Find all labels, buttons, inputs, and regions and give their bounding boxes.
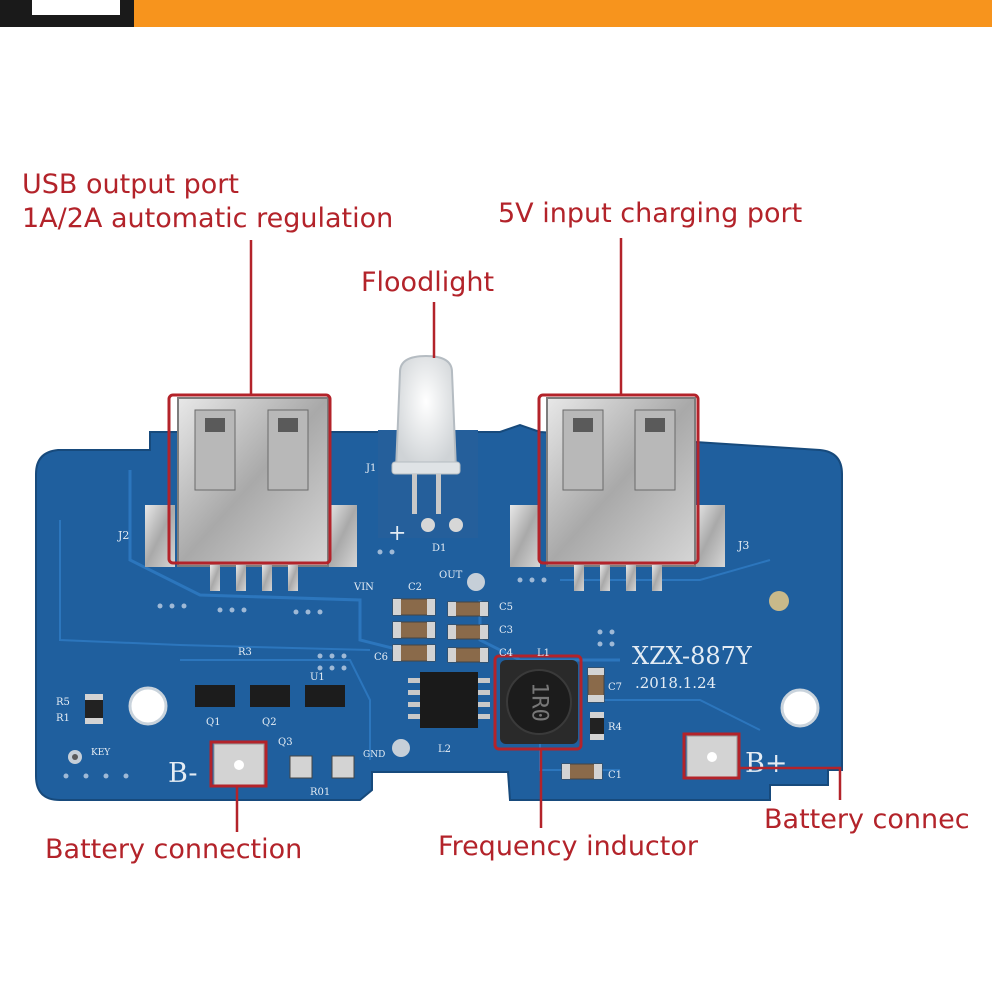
inductor-callout: Frequency inductor xyxy=(438,831,698,862)
silk-c3: C3 xyxy=(499,625,513,636)
inductor-highlight xyxy=(493,654,583,751)
top-banner xyxy=(0,0,992,27)
silk-key: KEY xyxy=(91,748,111,758)
mounting-hole-left xyxy=(128,686,168,726)
mounting-hole-right xyxy=(780,688,820,728)
board-date: .2018.1.24 xyxy=(635,674,716,692)
silk-r5: R5 xyxy=(56,697,70,708)
battery-left-callout: Battery connection xyxy=(45,834,303,865)
silk-q1: Q1 xyxy=(206,717,221,728)
silk-c7: C7 xyxy=(608,682,622,693)
silk-q3: Q3 xyxy=(278,737,293,748)
silk-out: OUT xyxy=(439,570,463,581)
silk-j3: J3 xyxy=(737,539,749,552)
input-port-callout: 5V input charging port xyxy=(498,198,803,229)
silk-l1: L1 xyxy=(537,648,550,659)
battery-right-callout: Battery connec xyxy=(764,804,970,835)
frequency-inductor: 1R0 xyxy=(500,660,578,744)
input-port-highlight xyxy=(537,393,700,565)
silk-c6: C6 xyxy=(374,652,388,663)
silk-c4: C4 xyxy=(499,648,513,659)
silk-c2: C2 xyxy=(408,582,422,593)
usb-output-callout: USB output port 1A/2A automatic regulati… xyxy=(22,168,393,236)
usb-output-label-line2: 1A/2A automatic regulation xyxy=(22,203,394,234)
ic-chips xyxy=(195,672,490,728)
leader-lines xyxy=(235,238,842,832)
silk-r4: R4 xyxy=(608,722,622,733)
board-model: XZX-887Y xyxy=(632,642,753,670)
inductor-marking: 1R0 xyxy=(527,682,552,722)
battery-neg-highlight xyxy=(209,740,268,788)
silk-c5: C5 xyxy=(499,602,513,613)
floodlight-callout: Floodlight xyxy=(361,267,495,298)
silk-plus: + xyxy=(388,521,406,546)
silk-r3: R3 xyxy=(238,647,252,658)
silk-b-minus: B- xyxy=(168,758,197,789)
input-charging-port xyxy=(510,397,725,591)
silk-d1: D1 xyxy=(432,543,446,554)
silk-vin: VIN xyxy=(353,582,374,593)
silk-u1: U1 xyxy=(310,672,325,683)
silk-c1: C1 xyxy=(608,770,622,781)
silk-gnd: GND xyxy=(363,750,385,760)
silk-r1: R1 xyxy=(56,713,70,724)
silk-b-plus: B+ xyxy=(745,748,787,779)
silk-q2: Q2 xyxy=(262,717,277,728)
smd-components xyxy=(85,598,605,780)
silk-j2: J2 xyxy=(117,529,129,542)
usb-output-label-line1: USB output port xyxy=(22,169,239,200)
usb-output-highlight xyxy=(167,393,332,565)
silk-r01: R01 xyxy=(310,787,330,798)
usb-output-port xyxy=(145,397,357,591)
silk-l2: L2 xyxy=(438,744,451,755)
floodlight-led xyxy=(378,354,478,538)
battery-pos-highlight xyxy=(682,732,741,780)
silk-j1: J1 xyxy=(365,463,376,474)
